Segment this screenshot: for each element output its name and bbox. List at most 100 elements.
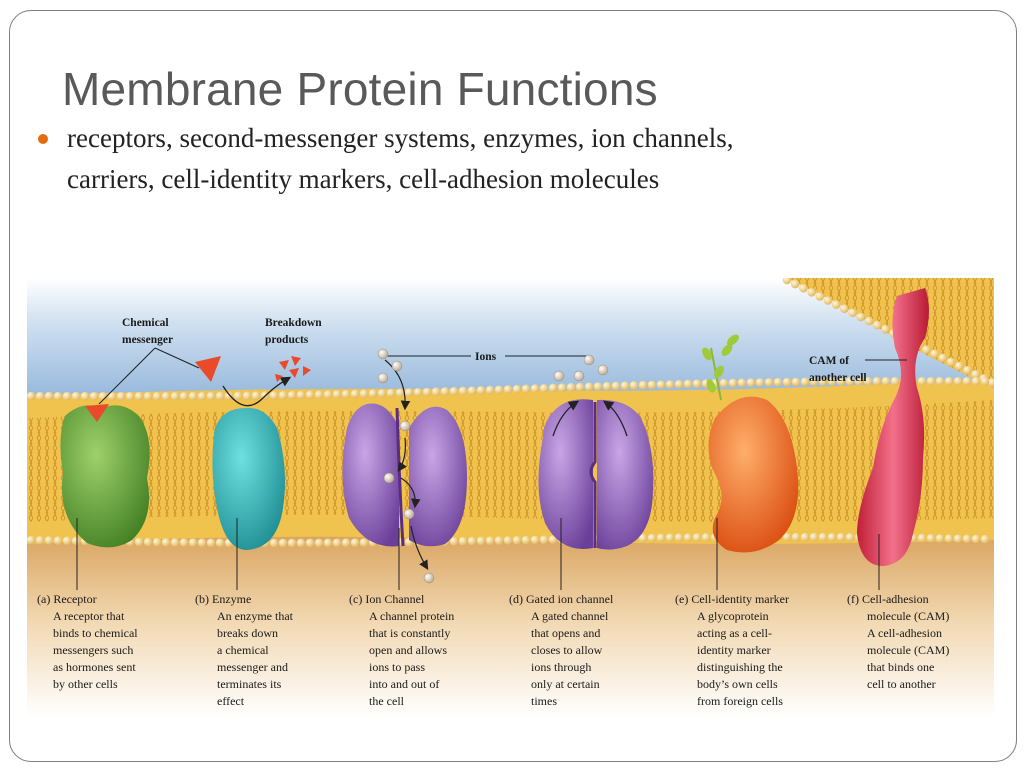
bullet-text-line-2: carriers, cell-identity markers, cell-ad…	[67, 164, 660, 194]
lipid-head	[152, 537, 162, 547]
lipid-head	[683, 379, 693, 389]
lipid-head	[946, 357, 956, 367]
lipid-head	[962, 376, 972, 386]
lipid-head	[987, 378, 994, 387]
caption-e-line-6: from foreign cells	[697, 694, 783, 708]
lipid-head	[539, 383, 549, 393]
caption-b-line-1: An enzyme that	[217, 609, 294, 623]
bullet-text-line-1: receptors, second-messenger systems, enz…	[67, 123, 734, 153]
lipid-head	[143, 392, 153, 401]
caption-f-line-5: cell to another	[867, 677, 936, 691]
lipid-head	[845, 377, 855, 386]
lipid-head	[953, 534, 963, 543]
breakdown-label-2: products	[265, 334, 309, 346]
lipid-head	[530, 535, 540, 545]
lipid-head	[35, 391, 45, 401]
lipid-head	[953, 376, 963, 386]
lipid-head	[170, 538, 180, 547]
lipid-head	[332, 390, 342, 399]
lipid-head	[413, 387, 423, 397]
lipid-head	[197, 391, 207, 401]
caption-a-line-1: A receptor that	[53, 609, 125, 623]
lipid-head	[954, 361, 964, 371]
lipid-head	[917, 533, 927, 543]
caption-d-line-3: closes to allow	[531, 643, 603, 657]
lipid-head	[890, 376, 900, 386]
lipid-head	[485, 536, 495, 546]
caption-c-line-1: A channel protein	[369, 609, 454, 623]
lipid-head	[350, 389, 360, 399]
lipid-head	[476, 386, 486, 395]
cytoplasm	[27, 528, 994, 718]
lipid-head	[530, 384, 540, 393]
lipid-head	[422, 387, 432, 397]
lipid-head	[980, 376, 990, 386]
lipid-head	[831, 300, 841, 309]
lipid-head	[980, 534, 990, 544]
lipid-head	[818, 377, 828, 386]
lipid-head	[62, 536, 72, 546]
lipid-head	[962, 534, 972, 544]
lipid-head	[728, 378, 738, 388]
lipid-head	[440, 387, 450, 396]
lipid-head	[251, 391, 261, 400]
lipid-head	[823, 296, 833, 305]
lipid-head	[485, 385, 495, 395]
lipid-head	[584, 382, 594, 392]
lipid-head	[512, 535, 522, 545]
lipid-head	[341, 538, 351, 548]
lipid-head	[449, 386, 459, 396]
lipid-head	[215, 538, 225, 548]
membrane-protein-diagram: Chemical messenger Breakdown products Io…	[27, 278, 994, 718]
lipid-head	[71, 391, 81, 401]
lipid-head	[44, 391, 54, 401]
lipid-head	[359, 538, 369, 547]
caption-b-line-0: (b) Enzyme	[195, 592, 251, 606]
lipid-head	[161, 537, 171, 547]
lipid-head	[692, 379, 702, 389]
caption-f-line-4: that binds one	[867, 660, 934, 674]
lipid-head	[848, 308, 857, 318]
lipid-head	[71, 536, 81, 546]
lipid-head	[305, 390, 315, 400]
lipid-head	[368, 389, 378, 398]
lipid-head	[647, 380, 657, 390]
caption-a-line-2: binds to chemical	[53, 626, 138, 640]
lipid-head	[179, 391, 189, 401]
lipid-head	[872, 320, 882, 330]
cell-identity-protein	[708, 396, 799, 553]
caption-b-line-5: terminates its	[217, 677, 282, 691]
ions	[377, 348, 609, 584]
lipid-head	[944, 376, 954, 386]
lipid-head	[53, 536, 63, 545]
lipid-head	[323, 538, 333, 548]
lipid-head	[377, 388, 387, 398]
lipid-head	[314, 390, 324, 399]
lipid-head	[575, 382, 585, 392]
lipid-head	[971, 376, 981, 386]
lipid-head	[161, 391, 171, 401]
gated-channel-right-half	[597, 399, 654, 550]
lipid-head	[494, 385, 504, 395]
lipid-head	[98, 391, 108, 401]
lipid-head	[963, 365, 972, 375]
gated-channel-left-half	[538, 399, 593, 549]
lipid-head	[287, 538, 297, 548]
lipid-head	[746, 378, 756, 387]
lipid-head	[188, 538, 198, 547]
lipid-head	[863, 376, 873, 386]
lipid-head	[278, 538, 288, 548]
lipid-head	[107, 391, 117, 401]
caption-f-line-1: molecule (CAM)	[867, 609, 949, 623]
lipid-head	[566, 383, 576, 392]
lipid-head	[692, 533, 702, 542]
lipid-head	[836, 532, 846, 542]
lipid-head	[548, 383, 558, 393]
caption-c-line-6: the cell	[369, 694, 405, 708]
chemical-label-2: messenger	[122, 334, 173, 346]
caption-c-line-4: ions to pass	[369, 660, 425, 674]
caption-d-line-5: only at certain	[531, 677, 600, 691]
enzyme-protein	[212, 407, 285, 550]
lipid-head	[188, 391, 198, 401]
lipid-head	[638, 380, 648, 390]
